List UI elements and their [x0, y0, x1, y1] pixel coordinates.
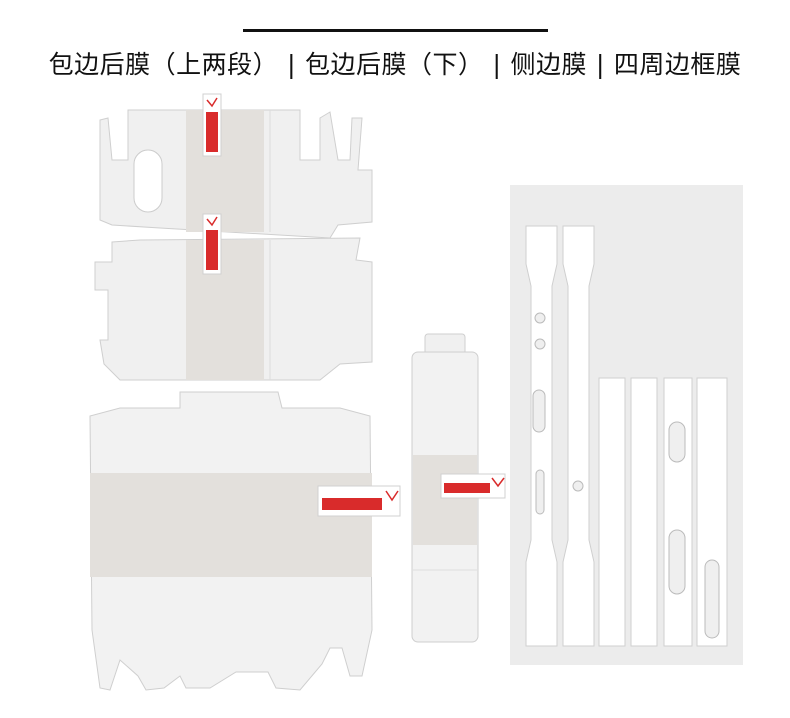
top-rule	[243, 29, 548, 32]
caption-segment-frame-film: 四周边框膜	[613, 50, 742, 79]
frame-film-strip-5	[663, 377, 693, 647]
caption-segment-lower-back-film: 包边后膜（下）	[305, 50, 484, 79]
caption-separator: |	[287, 50, 297, 79]
back-label-1	[202, 93, 222, 157]
upper-back-film-bottom	[94, 237, 373, 381]
caption-segment-upper-back-film: 包边后膜（上两段）	[48, 50, 279, 79]
caption-segment-side-film: 侧边膜	[510, 50, 587, 79]
frame-film-strip-4	[630, 377, 658, 647]
upper-back-film-top	[99, 109, 373, 239]
lower-back-film	[89, 391, 373, 691]
caption-separator: |	[492, 50, 502, 79]
frame-film-strip-6	[696, 377, 728, 647]
back-label-2	[202, 213, 222, 275]
back-label-4	[440, 473, 506, 499]
back-label-3	[317, 485, 401, 517]
caption-separator: |	[595, 50, 605, 79]
frame-film-strip-2	[562, 225, 595, 647]
caption: 包边后膜（上两段） | 包边后膜（下） | 侧边膜 | 四周边框膜	[0, 50, 790, 80]
frame-film-strip-3	[598, 377, 626, 647]
frame-film-strip-1	[525, 225, 558, 647]
